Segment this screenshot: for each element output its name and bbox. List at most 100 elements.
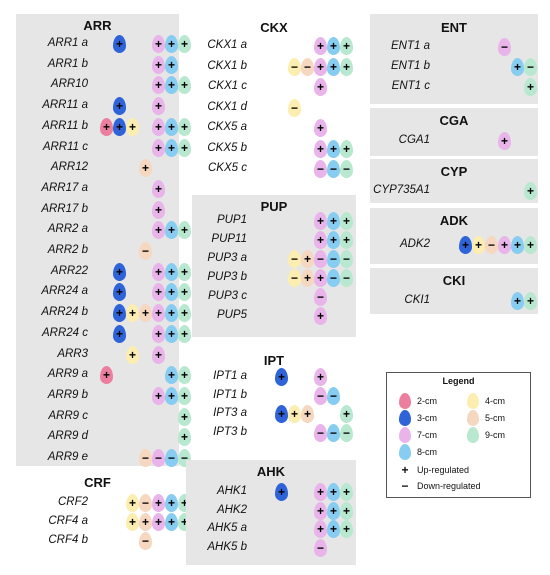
expression-mark-9cm: + <box>524 236 537 254</box>
expression-mark-7cm: + <box>152 179 165 198</box>
gene-label: PUP3 a <box>207 252 247 264</box>
expression-mark-3cm: + <box>113 117 126 136</box>
expression-mark-3cm: + <box>459 236 472 254</box>
gene-label: ARR9 a <box>47 368 88 381</box>
gene-label: ARR10 <box>50 78 88 91</box>
legend-label: 8-cm <box>417 447 437 457</box>
expression-mark-8cm: + <box>511 292 524 310</box>
gene-label: ARR9 d <box>47 430 88 443</box>
expression-mark-7cm: + <box>314 368 327 386</box>
gene-label: PUP3 c <box>208 290 247 302</box>
expression-mark-8cm: − <box>327 423 340 442</box>
expression-mark-4cm: − <box>288 57 301 76</box>
gene-label: IPT3 a <box>213 407 247 419</box>
expression-mark-7cm: + <box>314 57 327 76</box>
expression-mark-7cm: + <box>152 513 165 531</box>
expression-mark-7cm: + <box>152 76 165 95</box>
panel-title: CYP <box>440 164 468 179</box>
expression-mark-8cm: + <box>165 324 178 343</box>
expression-mark-5cm: + <box>139 513 152 531</box>
expression-mark-7cm: + <box>314 307 327 325</box>
expression-mark-9cm: + <box>340 37 353 55</box>
expression-mark-4cm: + <box>288 405 301 423</box>
legend-label: 5-cm <box>485 413 505 423</box>
expression-mark-7cm: + <box>314 119 327 137</box>
expression-mark-9cm: + <box>524 292 537 310</box>
up-label: Up-regulated <box>417 465 470 475</box>
gene-label: IPT3 b <box>213 425 247 438</box>
expression-mark-8cm: + <box>327 520 340 538</box>
gene-label: ARR22 <box>50 264 88 277</box>
expression-mark-9cm: + <box>524 182 537 200</box>
gene-label: ARR1 b <box>47 57 88 70</box>
legend-item-5cm: 5-cm <box>467 410 505 426</box>
expression-mark-4cm: − <box>288 250 301 268</box>
expression-mark-7cm: − <box>498 38 511 56</box>
expression-mark-5cm: − <box>139 494 152 512</box>
gene-label: CGA1 <box>398 134 430 146</box>
legend-label: 2-cm <box>417 396 437 406</box>
expression-mark-7cm: − <box>314 423 327 442</box>
expression-mark-9cm: + <box>340 231 353 249</box>
panel-title: CGA <box>439 113 469 128</box>
down-symbol: − <box>401 479 409 493</box>
expression-mark-7cm: + <box>152 35 165 53</box>
expression-mark-7cm: + <box>152 221 165 240</box>
gene-label: ARR11 b <box>42 119 88 132</box>
expression-mark-9cm: + <box>178 138 191 157</box>
expression-mark-9cm: + <box>178 428 191 447</box>
gene-label: CKI1 <box>404 294 430 306</box>
expression-mark-7cm: + <box>152 55 165 74</box>
expression-mark-9cm: + <box>340 501 353 520</box>
gene-label: ARR9 e <box>47 451 88 463</box>
expression-mark-8cm: − <box>327 250 340 268</box>
expression-mark-7cm: + <box>152 324 165 343</box>
expression-mark-7cm: + <box>314 269 327 287</box>
legend-swatch <box>467 427 479 443</box>
expression-mark-9cm: + <box>178 283 191 302</box>
expression-mark-8cm: + <box>165 35 178 53</box>
expression-mark-7cm: + <box>314 483 327 501</box>
up-symbol: + <box>401 463 409 477</box>
expression-mark-8cm: − <box>327 160 340 178</box>
expression-mark-8cm: + <box>165 283 178 302</box>
panel-title: IPT <box>263 353 285 368</box>
gene-label: PUP11 <box>211 233 247 245</box>
expression-mark-5cm: + <box>301 405 314 423</box>
expression-mark-4cm: + <box>126 304 139 323</box>
expression-mark-4cm: − <box>288 98 301 117</box>
expression-mark-9cm: + <box>340 405 353 423</box>
gene-label: ENT1 a <box>391 40 430 52</box>
gene-label: ARR17 b <box>41 202 88 215</box>
expression-mark-8cm: + <box>165 513 178 531</box>
expression-mark-9cm: − <box>340 250 353 268</box>
expression-mark-7cm: + <box>152 200 165 219</box>
expression-mark-4cm: + <box>472 236 485 254</box>
expression-mark-8cm: + <box>511 236 524 254</box>
expression-mark-4cm: + <box>126 117 139 136</box>
gene-label: CKX5 b <box>207 141 247 154</box>
expression-mark-3cm: + <box>113 35 126 53</box>
gene-label: CKX1 d <box>207 100 247 113</box>
expression-mark-7cm: + <box>314 139 327 158</box>
gene-label: ARR24 b <box>41 306 88 319</box>
expression-mark-8cm: + <box>511 58 524 76</box>
gene-label: ENT1 c <box>391 80 430 92</box>
expression-mark-3cm: + <box>113 304 126 323</box>
expression-mark-4cm: + <box>126 513 139 531</box>
expression-mark-7cm: + <box>314 37 327 55</box>
expression-mark-7cm: + <box>314 212 327 230</box>
gene-label: ARR2 b <box>47 244 88 256</box>
expression-mark-7cm: − <box>314 386 327 405</box>
gene-label: ENT1 b <box>391 60 430 72</box>
expression-mark-9cm: + <box>178 386 191 405</box>
legend-item-3cm: 3-cm <box>399 410 437 426</box>
expression-mark-9cm: + <box>340 57 353 76</box>
